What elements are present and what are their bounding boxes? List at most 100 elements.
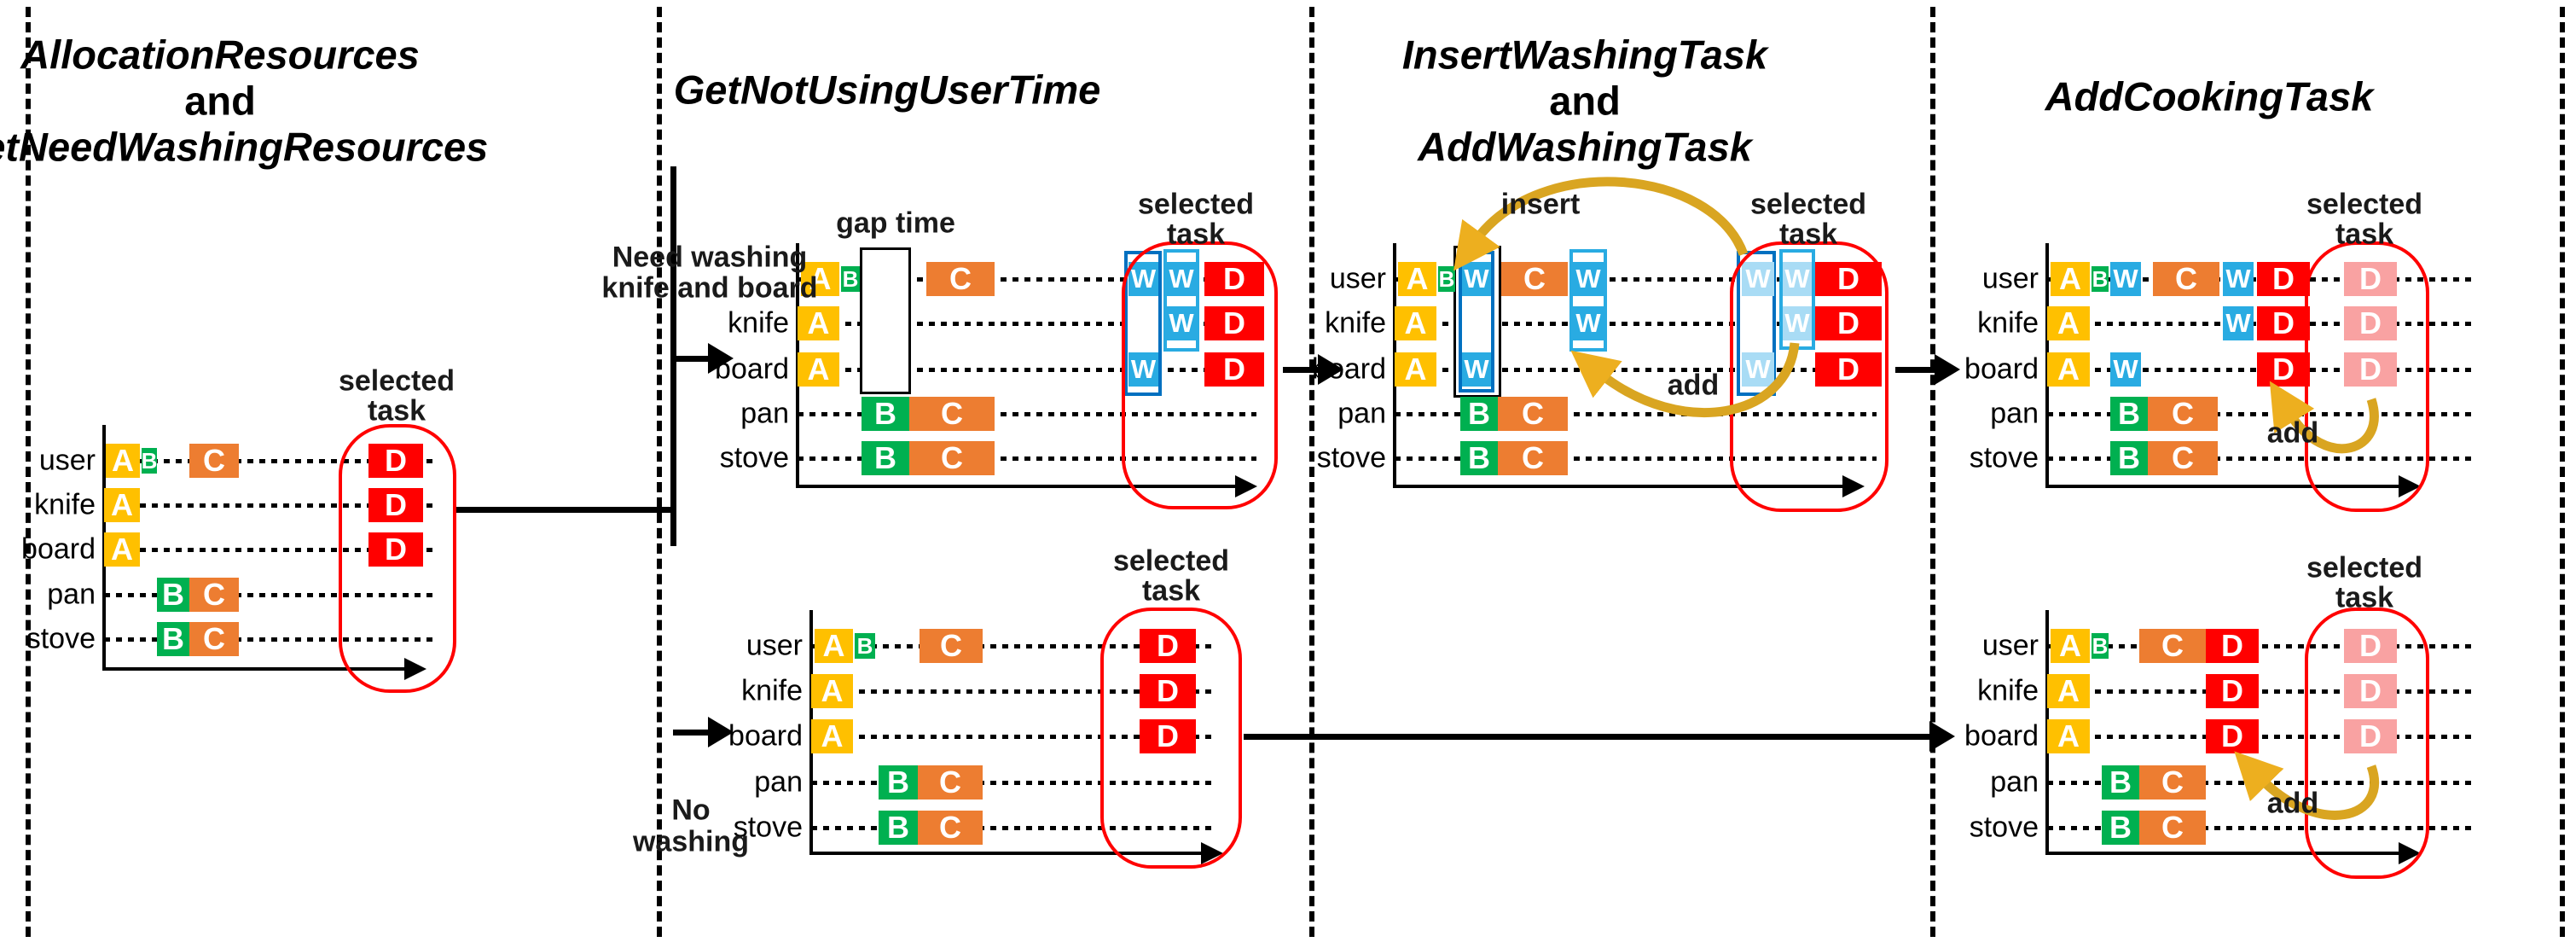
add-cooking-washing-chart-task-W-user: W bbox=[2110, 262, 2141, 296]
need-washing-chart-task-B-user: B bbox=[841, 265, 860, 292]
panel-insert-washing-title: AddWashingTask bbox=[1418, 124, 1752, 170]
panel-insert-washing-title: InsertWashingTask bbox=[1401, 32, 1768, 78]
arrow-p2-to-p3-head bbox=[1318, 354, 1343, 385]
panel-insert-washing-title: and bbox=[1549, 78, 1621, 124]
allocation-chart-row-dotted-board bbox=[104, 547, 437, 552]
add-cooking-washing-chart-selected-task-label: task bbox=[2335, 218, 2394, 251]
need-washing-chart-task-W-knife: W bbox=[1167, 306, 1196, 340]
add-cooking-washing-chart-row-dotted-stove bbox=[2047, 456, 2474, 461]
insert-washing-chart-task-C-user: C bbox=[1501, 261, 1568, 296]
add-cooking-washing-chart-task-D-board: D bbox=[2344, 352, 2397, 387]
add-cooking-no-washing-chart-task-C-pan: C bbox=[2139, 765, 2206, 800]
no-washing-chart-task-C-user: C bbox=[920, 628, 983, 663]
branch-arrow-need-washing bbox=[673, 355, 708, 362]
branch-arrow-no-washing bbox=[673, 729, 708, 736]
add-cooking-washing-chart-task-D-user: D bbox=[2257, 261, 2310, 296]
need-washing-chart-task-A-board: A bbox=[798, 352, 839, 387]
need-washing-chart-task-W-board: W bbox=[1128, 352, 1158, 387]
allocation-chart-row-dotted-user bbox=[104, 458, 437, 463]
insert-label: insert bbox=[1500, 188, 1581, 221]
insert-washing-chart-task-A-knife: A bbox=[1395, 305, 1436, 340]
need-washing-chart-task-A-user: A bbox=[801, 261, 839, 296]
insert-washing-chart-row-dotted-user bbox=[1395, 276, 1877, 282]
add-cooking-washing-chart-row-label-stove: stove bbox=[1969, 441, 2039, 474]
add-cooking-no-washing-chart-task-D-board: D bbox=[2344, 718, 2397, 753]
insert-washing-chart-x-axis bbox=[1393, 485, 1842, 488]
add-cooking-washing-chart-task-D-knife: D bbox=[2257, 305, 2310, 340]
arrow-p3-to-p4-head bbox=[1935, 354, 1960, 385]
insert-washing-chart-row-label-pan: pan bbox=[1337, 397, 1386, 430]
allocation-chart-task-C-pan: C bbox=[189, 577, 239, 612]
allocation-chart-task-A-board: A bbox=[104, 532, 140, 567]
add-cooking-washing-chart-row-label-pan: pan bbox=[1990, 397, 2039, 430]
add-cooking-washing-chart-task-B-stove: B bbox=[2110, 440, 2148, 475]
insert-washing-chart-task-D-knife: D bbox=[1815, 305, 1882, 340]
allocation-chart-task-C-stove: C bbox=[189, 621, 239, 656]
gap-time-label: gap time bbox=[836, 206, 955, 240]
add-cooking-washing-chart-selected-task-bracket bbox=[2305, 241, 2429, 512]
add-cooking-no-washing-chart-task-A-knife: A bbox=[2047, 673, 2090, 708]
insert-washing-chart-row-dotted-stove bbox=[1395, 456, 1877, 461]
add-cooking-washing-chart-row-label-knife: knife bbox=[1977, 306, 2039, 340]
need-washing-chart-task-D-knife: D bbox=[1204, 305, 1264, 340]
allocation-chart-row-label-user: user bbox=[38, 444, 96, 477]
no-washing-chart-task-D-board: D bbox=[1140, 718, 1196, 753]
no-washing-chart-row-dotted-board bbox=[811, 734, 1211, 739]
need-washing-chart-task-C-stove: C bbox=[909, 440, 995, 475]
add-cooking-washing-chart-task-C-stove: C bbox=[2148, 440, 2218, 475]
add-cooking-no-washing-chart-selected-task-label: selected bbox=[2306, 551, 2423, 584]
add-cooking-no-washing-chart-row-label-knife: knife bbox=[1977, 674, 2039, 707]
insert-washing-chart-row-label-user: user bbox=[1329, 262, 1386, 295]
add-cooking-washing-chart-task-W-user: W bbox=[2223, 262, 2254, 296]
add-cooking-washing-chart-task-A-user: A bbox=[2051, 261, 2090, 296]
no-washing-chart-task-A-board: A bbox=[811, 718, 853, 753]
add-cooking-washing-chart-task-W-knife: W bbox=[2223, 306, 2254, 340]
need-washing-chart-task-B-stove: B bbox=[862, 440, 909, 475]
panel-get-not-using-user-time-title: GetNotUsingUserTime bbox=[673, 67, 1101, 113]
need-washing-chart-selected-task-bracket bbox=[1122, 241, 1278, 509]
allocation-chart-row-dotted-pan bbox=[104, 592, 437, 597]
add-cooking-washing-chart-task-A-board: A bbox=[2047, 352, 2090, 387]
allocation-chart-task-A-knife: A bbox=[104, 487, 140, 522]
add-cooking-washing-chart-row-dotted-pan bbox=[2047, 411, 2474, 416]
insert-washing-chart-task-W-user: W bbox=[1783, 262, 1812, 296]
add-cooking-no-washing-chart-row-dotted-user bbox=[2047, 643, 2474, 648]
need-washing-chart-row-label-knife: knife bbox=[728, 306, 789, 340]
no-washing-chart-row-label-pan: pan bbox=[754, 765, 803, 799]
need-washing-chart-selected-task-label: selected bbox=[1137, 188, 1255, 221]
no-washing-chart-task-A-user: A bbox=[815, 628, 853, 663]
allocation-chart-selected-task-bracket bbox=[339, 424, 456, 693]
add-cooking-washing-chart-task-B-pan: B bbox=[2110, 396, 2148, 431]
branch-arrow-need-washing-head bbox=[708, 343, 734, 374]
insert-washing-chart-task-W-knife: W bbox=[1573, 306, 1604, 340]
panel-allocation-title: and bbox=[184, 78, 256, 124]
add-cooking-washing-chart-x-axis bbox=[2045, 485, 2399, 488]
insert-washing-chart-task-W-knife: W bbox=[1783, 306, 1812, 340]
arrow-p3-to-p4 bbox=[1895, 366, 1935, 373]
need-washing-chart-task-D-board: D bbox=[1204, 352, 1264, 387]
add-cooking-no-washing-chart-task-D-board: D bbox=[2206, 718, 2259, 753]
add-cooking-no-washing-chart-row-dotted-knife bbox=[2047, 689, 2474, 694]
no-washing-chart-task-B-user: B bbox=[855, 633, 875, 659]
add-label-p4-bottom: add bbox=[2266, 787, 2319, 820]
insert-washing-chart-row-dotted-knife bbox=[1395, 321, 1877, 326]
insert-washing-chart-task-A-board: A bbox=[1395, 352, 1436, 387]
add-cooking-no-washing-chart-task-D-knife: D bbox=[2344, 673, 2397, 708]
insert-washing-chart-row-label-knife: knife bbox=[1325, 306, 1386, 340]
insert-washing-chart-task-W-user: W bbox=[1573, 262, 1604, 296]
panel-allocation-title: AllocationResources bbox=[20, 32, 420, 78]
add-cooking-washing-chart-task-D-board: D bbox=[2257, 352, 2310, 387]
insert-washing-chart-task-B-pan: B bbox=[1460, 396, 1498, 431]
add-cooking-washing-chart-row-label-user: user bbox=[1981, 262, 2039, 295]
no-washing-chart-selected-task-label: task bbox=[1141, 574, 1201, 608]
need-washing-chart-row-label-stove: stove bbox=[719, 441, 789, 474]
add-cooking-washing-chart-task-W-board: W bbox=[2110, 352, 2141, 387]
no-washing-chart-row-dotted-knife bbox=[811, 689, 1211, 694]
insert-washing-chart-row-label-board: board bbox=[1312, 352, 1386, 386]
panel-divider-2 bbox=[1309, 7, 1314, 937]
allocation-chart-task-B-user: B bbox=[141, 447, 158, 474]
need-washing-chart-task-A-knife: A bbox=[798, 305, 839, 340]
add-cooking-no-washing-chart-task-A-board: A bbox=[2047, 718, 2090, 753]
add-cooking-washing-chart-task-D-knife: D bbox=[2344, 305, 2397, 340]
